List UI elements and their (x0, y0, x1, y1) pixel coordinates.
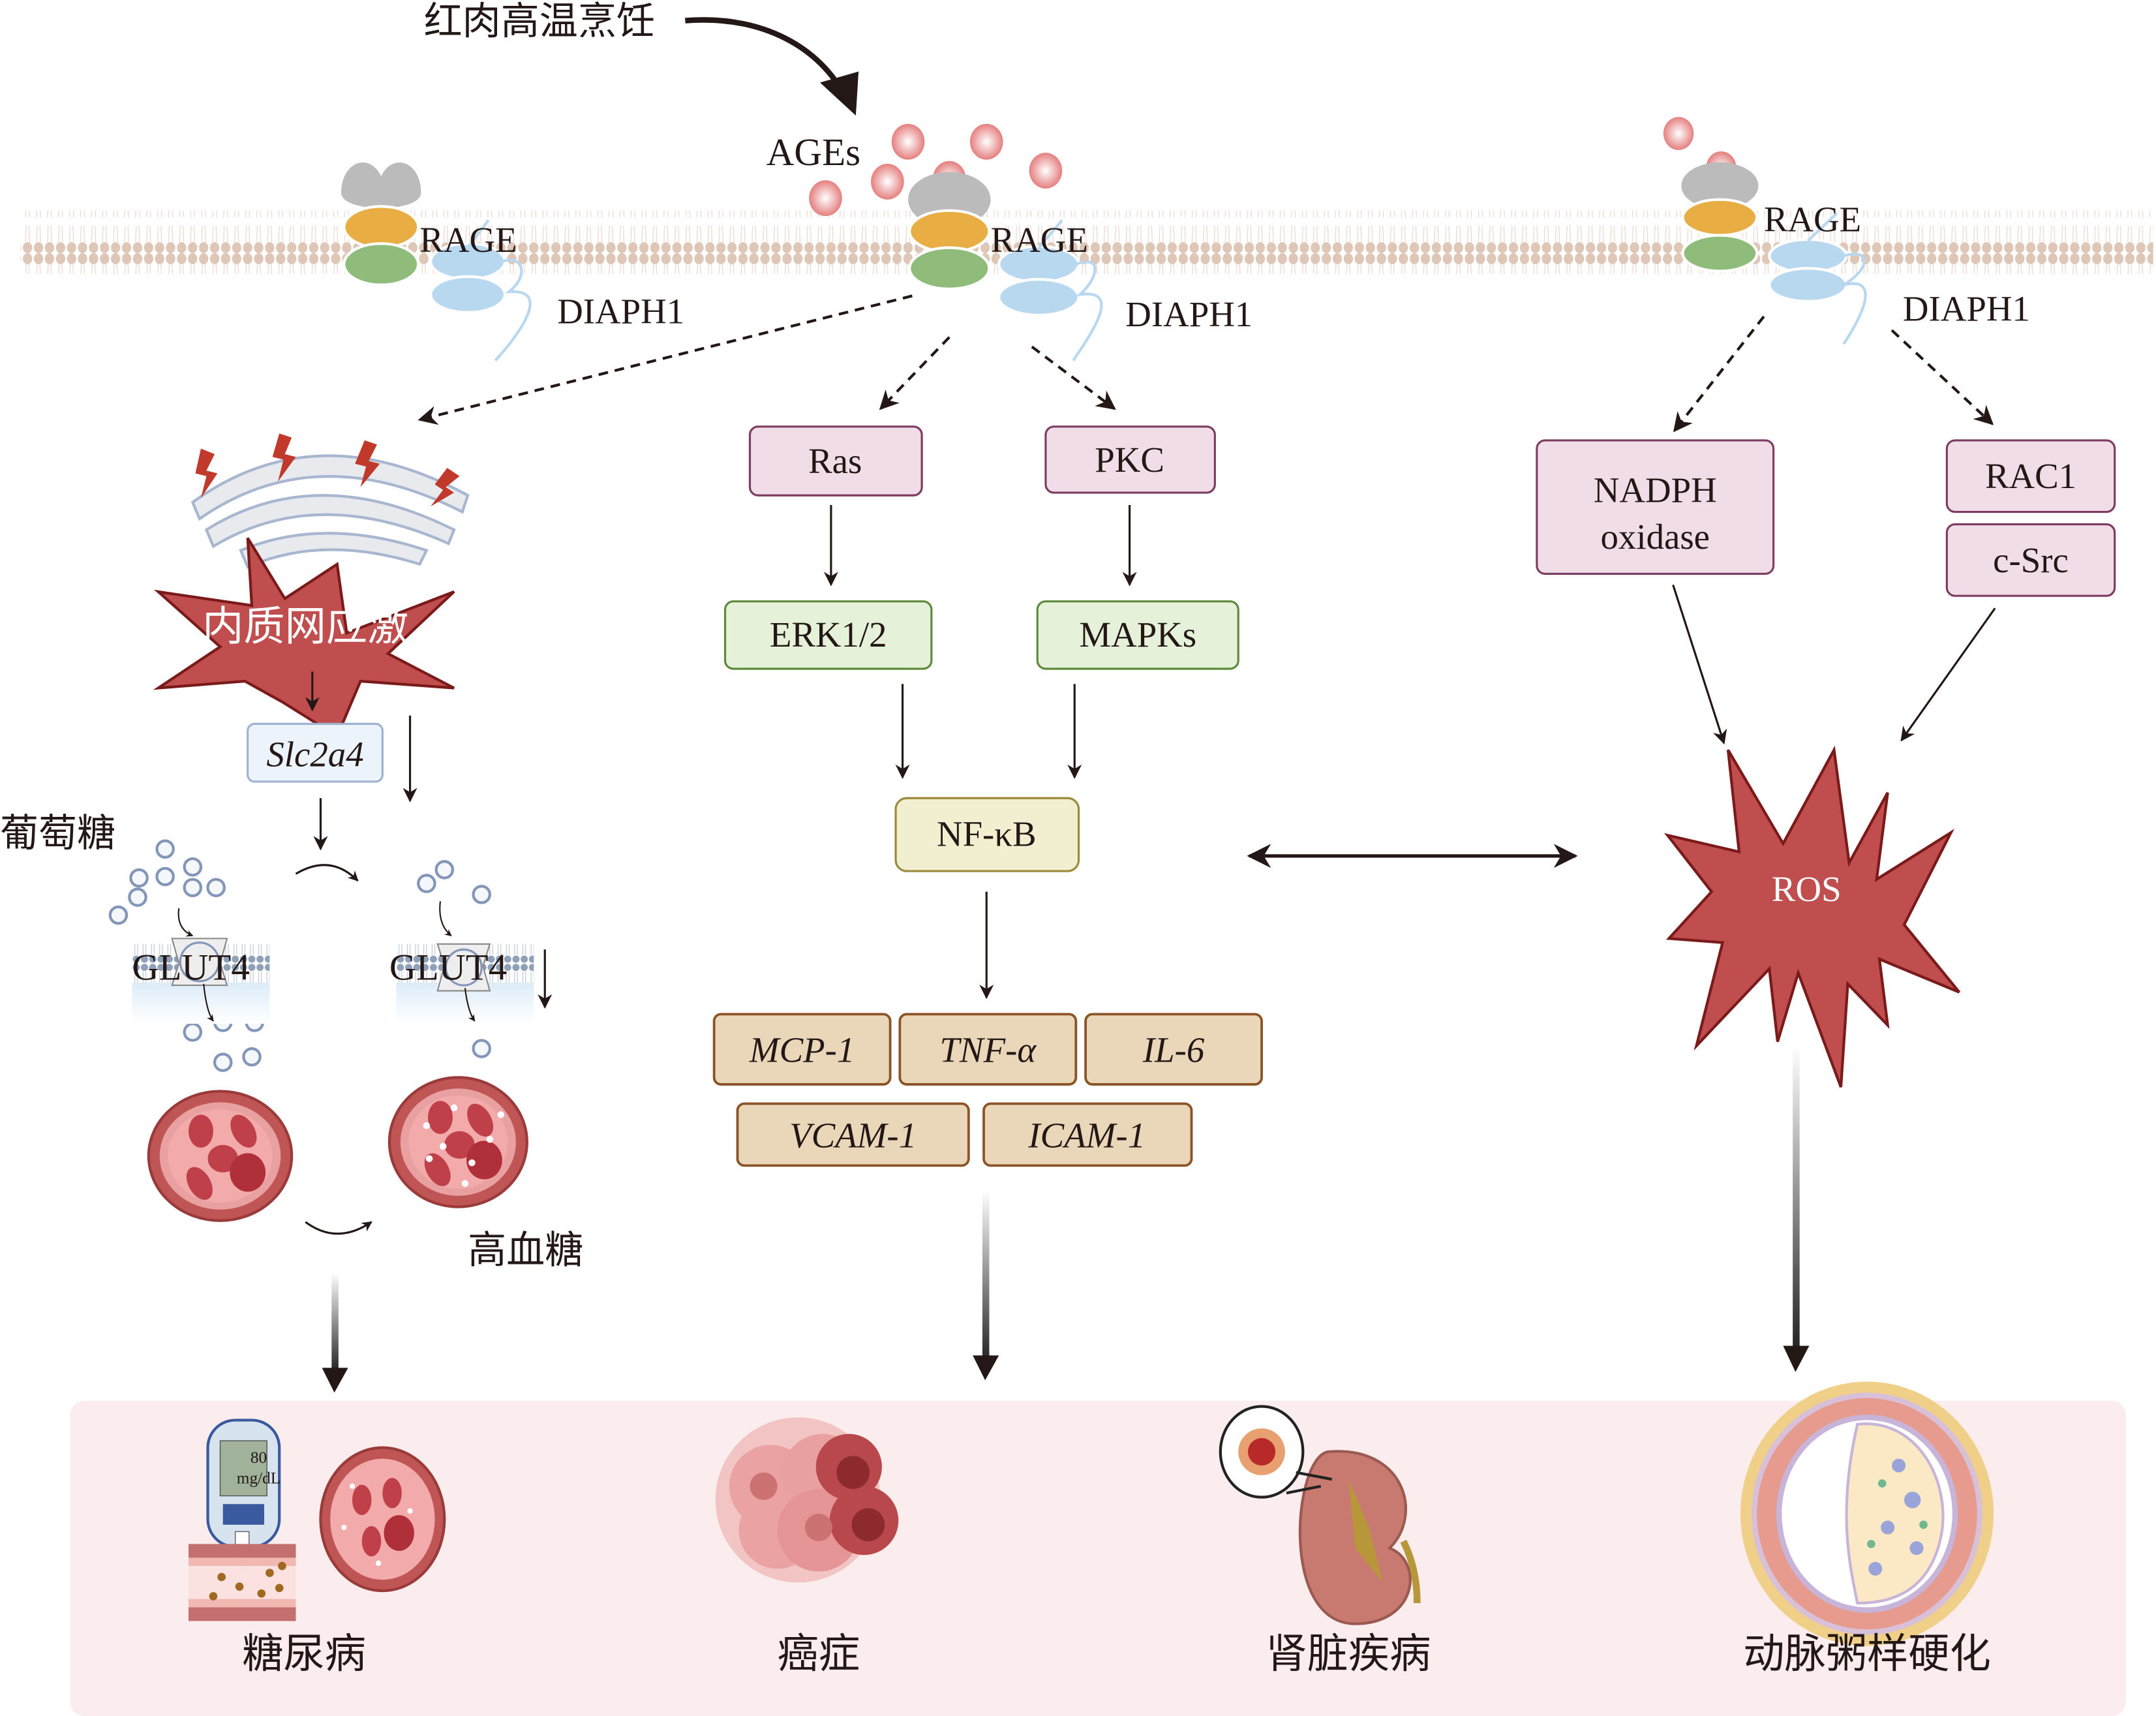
arrow (1672, 584, 1727, 745)
rage-receptor-middle: RAGE DIAPH1 (908, 172, 1253, 361)
cytokine-box (982, 1102, 1193, 1167)
diaph1-label: DIAPH1 (557, 292, 684, 331)
rage-receptor-left: RAGE DIAPH1 (341, 162, 684, 361)
rage-label: RAGE (419, 220, 517, 260)
uptake-arrow (177, 908, 194, 937)
er-stress-label: 内质网应激 (202, 602, 408, 651)
glut4-label: GLUT4 (389, 947, 507, 988)
rac1-box (1945, 439, 2116, 513)
glucose-label: 葡萄糖 (0, 810, 115, 855)
rage-label: RAGE (991, 220, 1088, 260)
gradient-arrow-head (1783, 1345, 1810, 1372)
erk-box (723, 600, 933, 670)
disease-label-diabetes: 糖尿病 (242, 1629, 366, 1678)
slc2a4-box (247, 722, 384, 783)
mapks-box (1036, 600, 1239, 670)
gradient-arrow-head (973, 1355, 999, 1381)
cytokine-box (712, 1013, 892, 1086)
hyperglycemia-label: 高血糖 (468, 1227, 583, 1272)
age-particle (1663, 117, 1694, 150)
cytokine-boxes: MCP-1 TNF-α IL-6 VCAM-1 ICAM-1 (712, 1013, 1263, 1167)
ras-label: Ras (808, 441, 862, 481)
tumor-cells-icon (715, 1417, 899, 1583)
cytokine-label: TNF-α (940, 1030, 1037, 1070)
disease-label-kidney: 肾脏疾病 (1266, 1629, 1431, 1678)
age-particle (809, 180, 842, 217)
slc2a4-label: Slc2a4 (266, 734, 363, 774)
nfkb-box (894, 797, 1080, 872)
lightning-icons (195, 433, 460, 507)
arrow (1900, 607, 1996, 742)
dashed-arrows (418, 294, 1994, 433)
cytokine-box (898, 1013, 1078, 1086)
cytokine-box (1084, 1013, 1263, 1086)
blood-vessel-icon (319, 1446, 446, 1593)
meter-value: 80 (251, 1448, 267, 1467)
gradient-arrow-shaft (982, 1190, 990, 1362)
uptake-arrow (203, 983, 214, 1022)
cytokine-box (736, 1102, 970, 1167)
age-particle (969, 123, 1003, 160)
mapks-label: MAPKs (1079, 615, 1196, 654)
cytokine-label: MCP-1 (749, 1030, 855, 1070)
source-label: 红肉高温烹饪 (424, 0, 655, 44)
glucose-meter-icon: 80 mg/dL (188, 1418, 296, 1621)
source-arrow-head (820, 71, 859, 116)
uptake-arrow (439, 901, 452, 936)
kidney-icon (1219, 1405, 1421, 1625)
nfkb-label: NF-κB (937, 814, 1037, 854)
erk-label: ERK1/2 (770, 615, 887, 654)
diaph1-label: DIAPH1 (1125, 294, 1253, 334)
nadph-label: NADPH (1594, 470, 1717, 510)
transition-arrow (305, 1221, 372, 1235)
disease-panel (70, 1401, 2126, 1716)
disease-label-atherosclerosis: 动脉粥样硬化 (1743, 1629, 1991, 1678)
glut4-label: GLUT4 (132, 947, 250, 988)
csrc-label: c-Src (1993, 540, 2069, 580)
ros-label: ROS (1772, 869, 1842, 909)
diaph1-label: DIAPH1 (1903, 288, 2030, 328)
rage-receptor-right: RAGE DIAPH1 (1681, 162, 2030, 345)
cell-interior (132, 982, 270, 1024)
source-arrow (685, 17, 849, 100)
ras-box (748, 425, 923, 497)
csrc-box (1945, 523, 2116, 597)
disease-label-cancer: 癌症 (778, 1629, 860, 1678)
gradient-arrow-shaft (1793, 1045, 1800, 1352)
pkc-box (1044, 425, 1216, 494)
uptake-arrow (464, 988, 476, 1022)
gradient-arrow-shaft (331, 1272, 339, 1372)
endoplasmic-reticulum-icon (190, 454, 470, 569)
pkc-label: PKC (1095, 440, 1164, 480)
blood-vessel-hyperglycemia (387, 1076, 528, 1208)
age-particle (891, 123, 925, 160)
ages-label: AGEs (767, 130, 860, 174)
rac1-label: RAC1 (1985, 456, 2076, 496)
gradient-arrow-head (322, 1368, 348, 1393)
meter-unit: mg/dL (237, 1469, 281, 1488)
nadph-oxidase-box (1536, 439, 1775, 575)
blood-vessel-normal (147, 1090, 294, 1222)
cytokine-label: VCAM-1 (789, 1115, 917, 1155)
ros-star (1663, 745, 1960, 1088)
rage-label: RAGE (1764, 199, 1861, 239)
oxidase-label: oxidase (1601, 517, 1710, 557)
artery-cross-section-icon (1740, 1381, 1994, 1646)
age-particle (1029, 153, 1063, 189)
cytokine-label: ICAM-1 (1027, 1115, 1146, 1155)
cytokine-label: IL-6 (1142, 1030, 1205, 1070)
er-stress-star (153, 537, 455, 739)
glut4-transporter (171, 938, 491, 992)
age-particle (871, 163, 904, 200)
transition-arrow (295, 864, 359, 881)
